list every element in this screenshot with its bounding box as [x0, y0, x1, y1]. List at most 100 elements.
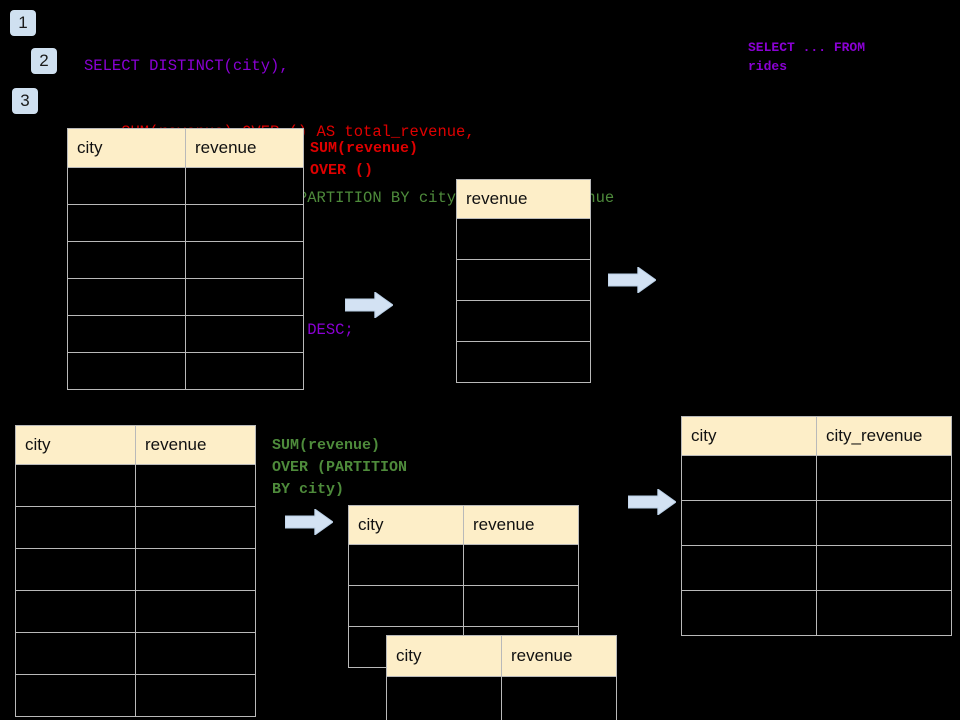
column-header-revenue: revenue — [135, 425, 256, 465]
column-header-city: city — [67, 128, 186, 168]
column-header-city: city — [386, 635, 502, 677]
arrow-icon — [607, 266, 657, 294]
table-cell — [463, 585, 579, 627]
table-row — [15, 464, 256, 507]
column-header-revenue: revenue — [185, 128, 304, 168]
table-cell — [185, 278, 304, 316]
table-row — [67, 204, 304, 242]
table-cell — [185, 352, 304, 390]
table-cell — [67, 167, 186, 205]
table-row — [348, 544, 579, 586]
table-row — [456, 341, 591, 383]
sql-query-line-1: SELECT DISTINCT(city), — [84, 57, 289, 75]
table-cell — [816, 545, 952, 591]
table-cell — [816, 590, 952, 636]
table-cell — [386, 676, 502, 720]
table-cell — [15, 506, 136, 549]
table-row — [67, 352, 304, 390]
column-header-revenue: revenue — [463, 505, 579, 545]
table-row — [681, 500, 952, 546]
table-cell — [67, 278, 186, 316]
step-badge-3: 3 — [12, 88, 38, 114]
step-badge-2-label: 2 — [39, 51, 49, 70]
table-cell — [15, 632, 136, 675]
total-revenue-table: revenue — [456, 179, 591, 383]
table-row — [67, 167, 304, 205]
table-cell — [135, 590, 256, 633]
arrow-total-to-result — [607, 266, 657, 294]
column-header-city: city — [348, 505, 464, 545]
arrow-icon — [344, 291, 394, 319]
table-row — [15, 548, 256, 591]
table-cell — [135, 506, 256, 549]
table-row — [456, 300, 591, 342]
table-cell — [135, 674, 256, 717]
step-badge-2: 2 — [31, 48, 57, 74]
arrow-source-to-partition — [284, 508, 334, 536]
table-cell — [501, 676, 617, 720]
table-cell — [463, 544, 579, 586]
table-cell — [15, 548, 136, 591]
table-row — [456, 259, 591, 301]
select-from-rides-note: SELECT ... FROM rides — [748, 40, 866, 74]
table-cell — [681, 590, 817, 636]
table-cell — [67, 352, 186, 390]
table-cell — [681, 545, 817, 591]
step-badge-1: 1 — [10, 10, 36, 36]
table-row — [15, 506, 256, 549]
arrow-partition-to-result — [627, 488, 677, 516]
table-row — [15, 674, 256, 717]
table-cell — [67, 315, 186, 353]
table-row — [456, 218, 591, 260]
arrow-icon — [284, 508, 334, 536]
table-row — [67, 241, 304, 279]
table-row — [348, 585, 579, 627]
table-cell — [67, 204, 186, 242]
table-cell — [185, 204, 304, 242]
table-cell — [185, 315, 304, 353]
table-cell — [681, 455, 817, 501]
column-header-revenue: revenue — [456, 179, 591, 219]
table-row — [67, 315, 304, 353]
table-cell — [15, 464, 136, 507]
table-cell — [348, 585, 464, 627]
table-cell — [456, 300, 591, 342]
table-row — [15, 632, 256, 675]
table-row — [681, 545, 952, 591]
table-cell — [816, 455, 952, 501]
table-cell — [15, 674, 136, 717]
sum-over-partition-annotation: SUM(revenue) OVER (PARTITION BY city) — [272, 437, 408, 498]
column-header-city_revenue: city_revenue — [816, 416, 952, 456]
table-cell — [67, 241, 186, 279]
table-row — [67, 278, 304, 316]
step-badge-1-label: 1 — [18, 13, 28, 32]
table-cell — [15, 590, 136, 633]
table-row — [681, 455, 952, 501]
table-cell — [456, 259, 591, 301]
column-header-city: city — [681, 416, 817, 456]
table-cell — [135, 464, 256, 507]
table-cell — [135, 632, 256, 675]
column-header-city: city — [15, 425, 136, 465]
arrow-icon — [627, 488, 677, 516]
table-cell — [681, 500, 817, 546]
step-badge-3-label: 3 — [20, 91, 30, 110]
table-cell — [348, 544, 464, 586]
table-cell — [456, 341, 591, 383]
table-header-row: revenue — [456, 179, 591, 219]
arrow-source-to-total — [344, 291, 394, 319]
table-cell — [185, 241, 304, 279]
table-cell — [816, 500, 952, 546]
sum-over-empty-annotation: SUM(revenue) OVER () — [310, 140, 419, 179]
column-header-revenue: revenue — [501, 635, 617, 677]
